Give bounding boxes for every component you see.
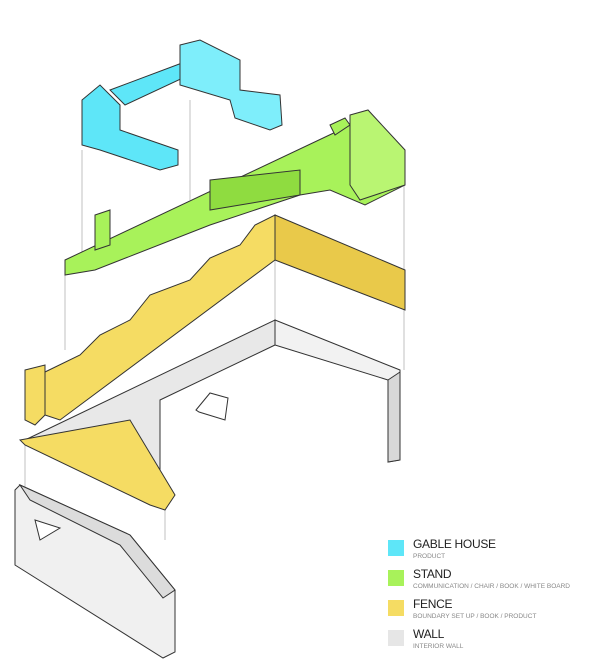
legend-item-stand: STAND COMMUNICATION / CHAIR / BOOK / WHI… <box>388 567 570 597</box>
legend-title: WALL <box>413 627 445 641</box>
legend-subtitle: BOUNDARY SET UP / BOOK / PRODUCT <box>413 613 537 620</box>
stand-layer <box>64 109 406 276</box>
legend-item-wall: WALL INTERIOR WALL <box>388 627 570 657</box>
legend-swatch <box>388 600 404 616</box>
legend-title: FENCE <box>413 597 453 611</box>
legend-item-fence: FENCE BOUNDARY SET UP / BOOK / PRODUCT <box>388 597 570 627</box>
legend-subtitle: COMMUNICATION / CHAIR / BOOK / WHITE BOA… <box>413 583 570 590</box>
legend-swatch <box>388 630 404 646</box>
legend: GABLE HOUSE PRODUCT STAND COMMUNICATION … <box>388 537 570 657</box>
legend-swatch <box>388 540 404 556</box>
legend-title: GABLE HOUSE <box>413 537 496 551</box>
legend-swatch <box>388 570 404 586</box>
legend-title: STAND <box>413 567 452 581</box>
gable-house-layer <box>81 39 283 171</box>
legend-subtitle: PRODUCT <box>413 553 446 560</box>
fence-layer <box>18 214 406 511</box>
legend-item-gable-house: GABLE HOUSE PRODUCT <box>388 537 570 567</box>
legend-subtitle: INTERIOR WALL <box>413 643 464 650</box>
